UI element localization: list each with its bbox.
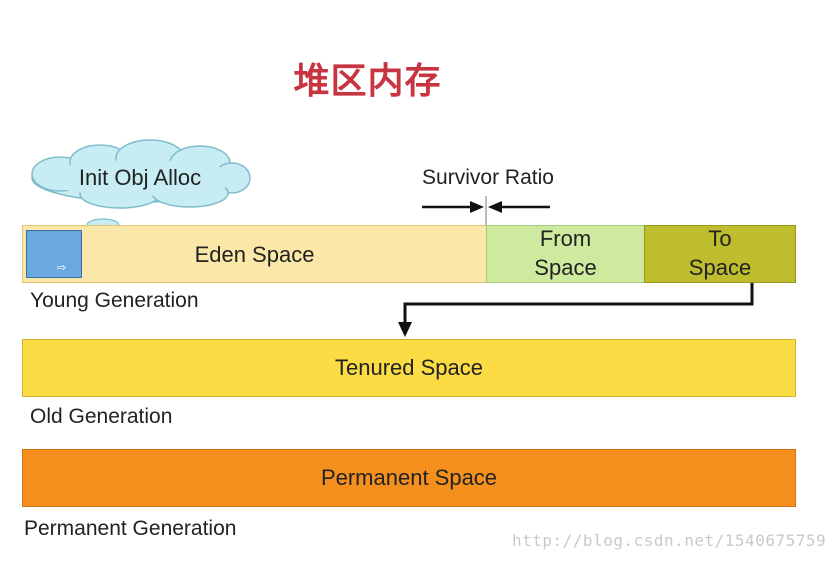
watermark: http://blog.csdn.net/1540675759 (512, 531, 827, 550)
to-space-label-line2: Space (688, 255, 752, 280)
permanent-generation-label: Permanent Generation (24, 517, 237, 540)
from-space-label-line2: Space (534, 255, 597, 280)
object-arrow-icon: ⇨ (57, 262, 67, 274)
to-space: To Space (644, 225, 796, 283)
tenured-space-label: Tenured Space (335, 354, 483, 380)
survivor-ratio-label: Survivor Ratio (422, 166, 554, 189)
cloud-label: Init Obj Alloc (78, 165, 202, 190)
page-title: 堆区内存 (293, 61, 442, 102)
permanent-space: Permanent Space (22, 449, 796, 507)
eden-space-label: Eden Space (194, 242, 315, 267)
permanent-space-label: Permanent Space (320, 464, 498, 490)
to-space-label-line1: To (708, 226, 732, 252)
young-generation-label: Young Generation (30, 289, 199, 312)
old-generation-label: Old Generation (30, 405, 173, 428)
eden-space: Eden Space (22, 225, 487, 283)
from-space: From Space (486, 225, 645, 283)
from-space-label-line1: From (539, 226, 592, 252)
object-block: ⇨ (26, 230, 82, 278)
tenured-space: Tenured Space (22, 339, 796, 397)
